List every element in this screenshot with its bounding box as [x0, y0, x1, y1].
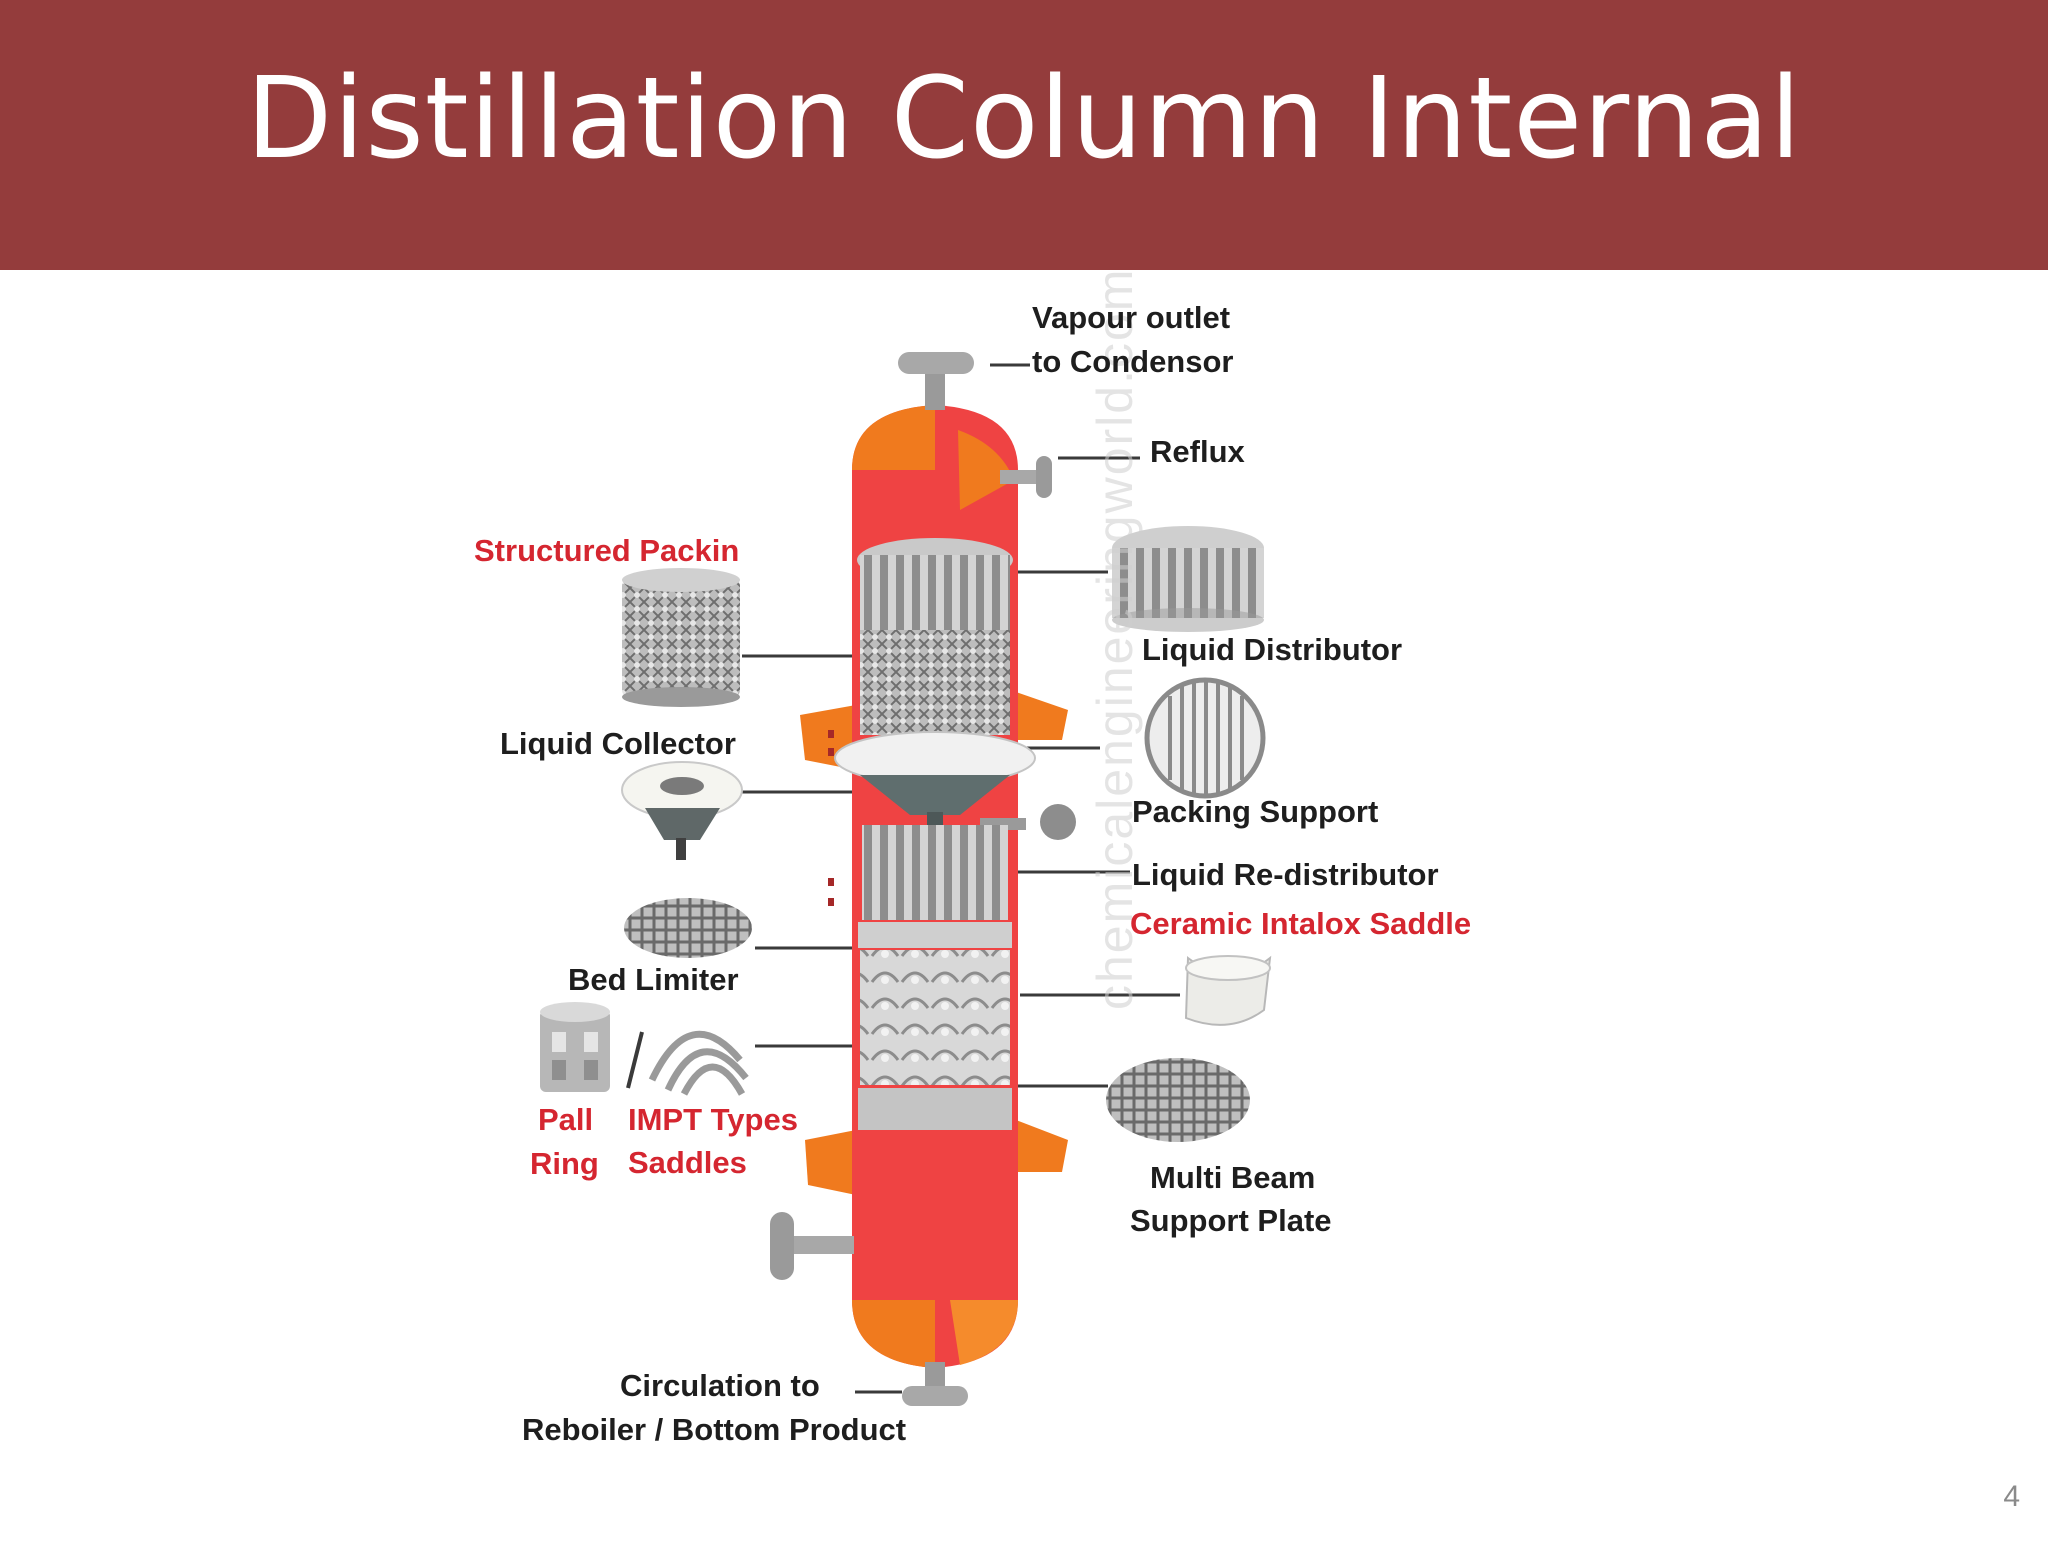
- structured-packing-icon: [622, 568, 740, 707]
- page-number: 4: [2003, 1480, 2020, 1513]
- title-banner: [0, 0, 2048, 270]
- label-vapour-outlet-line1: Vapour outlet: [1032, 300, 1231, 335]
- label-vapour-outlet-line2: to Condensor: [1032, 344, 1234, 379]
- page-title: Distillation Column Internal: [246, 54, 1802, 184]
- bed-limiter-icon: [624, 898, 752, 958]
- label-reflux: Reflux: [1150, 434, 1245, 469]
- pall-ring-icon: [540, 1002, 610, 1092]
- label-liquid-distributor: Liquid Distributor: [1142, 632, 1403, 667]
- label-structured-packing: Structured Packin: [474, 533, 740, 568]
- separator-slash: [626, 1031, 644, 1089]
- label-circulation-line1: Circulation to: [620, 1368, 820, 1403]
- liquid-collector-icon: [621, 761, 743, 860]
- label-pall-ring-line2: Ring: [530, 1146, 599, 1181]
- label-multi-beam-line1: Multi Beam: [1150, 1160, 1316, 1195]
- multi-beam-plate-icon: [1106, 1058, 1250, 1142]
- label-bed-limiter: Bed Limiter: [568, 962, 739, 997]
- label-multi-beam-line2: Support Plate: [1130, 1203, 1332, 1238]
- label-impt-types-line1: IMPT Types: [628, 1102, 798, 1137]
- label-liquid-redistributor: Liquid Re-distributor: [1132, 857, 1439, 892]
- label-liquid-collector: Liquid Collector: [500, 726, 736, 761]
- column-internals: [834, 538, 1076, 1130]
- impt-saddle-icon: [648, 1030, 749, 1096]
- label-circulation-line2: Reboiler / Bottom Product: [522, 1412, 907, 1447]
- label-packing-support: Packing Support: [1132, 794, 1379, 829]
- packing-support-icon: [1144, 677, 1266, 799]
- label-impt-types-line2: Saddles: [628, 1145, 747, 1180]
- label-pall-ring-line1: Pall: [538, 1102, 594, 1137]
- ceramic-saddle-icon: [1184, 955, 1272, 1026]
- label-ceramic-intalox-saddle: Ceramic Intalox Saddle: [1130, 906, 1472, 941]
- liquid-distributor-icon: [1112, 526, 1264, 632]
